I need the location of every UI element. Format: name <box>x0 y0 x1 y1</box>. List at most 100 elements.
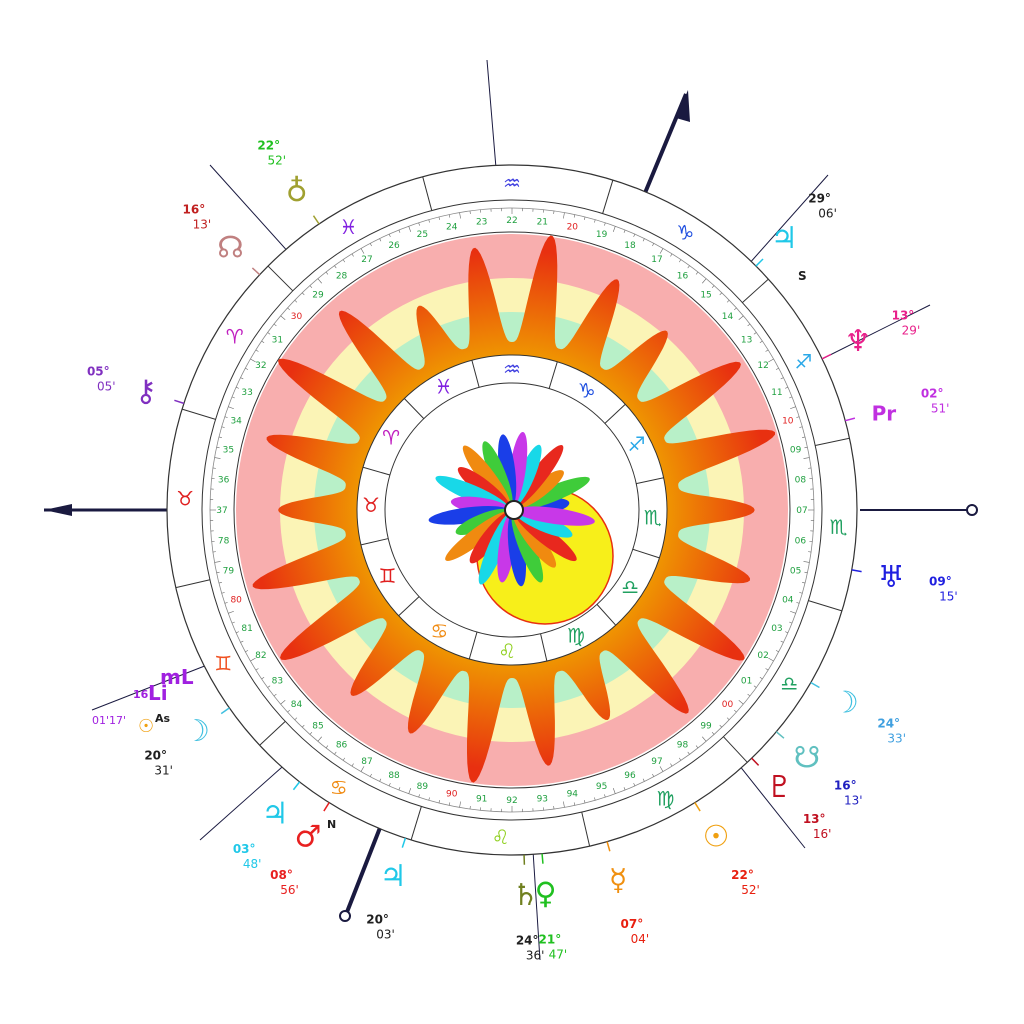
degree-tick <box>623 229 626 233</box>
degree-tick <box>438 800 440 804</box>
house-number: 94 <box>567 790 579 800</box>
degree-tick <box>240 640 244 643</box>
north-node-icon: ☊ <box>217 230 244 265</box>
uranus-degree: 09° <box>929 575 952 589</box>
degree-tick <box>695 271 699 275</box>
jupiter-s-minutes: 06' <box>818 206 837 220</box>
house-number: 30 <box>291 312 303 322</box>
degree-tick <box>584 800 586 804</box>
house-number: 14 <box>722 312 734 322</box>
mc-axis-line <box>638 93 688 206</box>
house-number: 33 <box>241 388 252 398</box>
mc-arrow <box>676 90 690 122</box>
pr-point-minutes: 51' <box>931 401 950 415</box>
degree-tick <box>235 631 239 634</box>
planet-jupiter-n: ♃20°03' <box>366 837 406 942</box>
degree-tick <box>670 763 673 767</box>
inner-sign-pisces: ♓ <box>435 375 453 399</box>
degree-tick <box>255 668 259 671</box>
degree-tick <box>261 340 265 344</box>
degree-tick <box>563 212 565 219</box>
house-number: 37 <box>216 506 227 516</box>
inner-sign-libra: ♎ <box>621 575 639 599</box>
inner-sign-dividers <box>360 360 664 662</box>
pr-point-icon: Pr <box>872 401 897 425</box>
degree-tick <box>317 278 322 284</box>
degree-tick <box>796 602 800 604</box>
outer-sign-divider <box>581 811 591 847</box>
house-number: 18 <box>624 241 636 251</box>
degree-tick <box>719 292 723 296</box>
house-number: 98 <box>677 741 689 751</box>
jupiter-n-label: N <box>327 818 336 831</box>
degree-tick <box>765 349 769 352</box>
moon-left-degree: 20° <box>144 749 167 763</box>
neptune-tick <box>821 353 832 360</box>
jupiter-s-label: S <box>798 269 807 283</box>
as-label: As <box>155 712 171 725</box>
degree-tick <box>228 610 234 614</box>
house-number: 05 <box>790 566 801 576</box>
pluto-tick <box>751 757 760 766</box>
degree-tick <box>218 582 222 584</box>
uranus-icon: ♅ <box>878 560 905 595</box>
degree-tick <box>221 426 225 428</box>
house-number: 21 <box>537 218 548 228</box>
outer-sign-divider <box>815 437 850 447</box>
inner-sign-scorpio: ♏ <box>644 505 662 529</box>
extra-points: S N mL Li 16 01'17' ☉ As <box>92 269 807 831</box>
degree-tick <box>351 253 354 257</box>
outer-sign-divider <box>175 579 211 589</box>
degree-tick <box>642 238 645 242</box>
as-glyph: ☉ <box>138 716 154 737</box>
outer-sign-sagittarius: ♐ <box>794 350 812 374</box>
house-number: 03 <box>771 624 782 634</box>
center-petals <box>428 432 595 587</box>
jupiter-s-tick <box>755 258 764 267</box>
planet-uranus: ♅09°15' <box>851 560 958 604</box>
degree-tick <box>342 259 346 263</box>
degree-tick <box>342 757 346 761</box>
house-number: 83 <box>272 676 283 686</box>
south-node-degree: 16° <box>834 779 857 793</box>
degree-tick <box>448 214 451 218</box>
ic-marker <box>339 910 351 922</box>
degree-tick <box>702 278 707 284</box>
degree-tick <box>790 406 796 410</box>
degree-tick <box>245 367 249 370</box>
moon-right-minutes: 33' <box>887 732 906 746</box>
degree-tick <box>799 426 803 428</box>
planet-neptune: ♆13°29' <box>821 308 920 360</box>
degree-tick <box>428 797 430 801</box>
house-number: 04 <box>782 596 794 606</box>
degree-tick <box>351 763 354 767</box>
pluto-minutes: 16' <box>813 827 832 841</box>
degree-tick <box>228 406 234 410</box>
moon-left-icon: ☽ <box>183 714 210 749</box>
jupiter-n-degree: 20° <box>366 913 389 927</box>
degree-tick <box>768 657 774 662</box>
inner-sign-divider <box>468 631 478 660</box>
ml-label: mL <box>160 665 194 689</box>
degree-tick <box>294 299 298 303</box>
chiron-icon: ⚷ <box>135 374 157 409</box>
ic-axis-line <box>345 814 387 913</box>
outer-sign-taurus: ♉ <box>176 487 194 511</box>
house-number: 85 <box>312 722 323 732</box>
degree-tick <box>216 571 220 574</box>
house-number: 26 <box>388 241 400 251</box>
planet-jupiter: ♃03°48' <box>233 781 301 871</box>
house-number: 15 <box>700 290 711 300</box>
degree-tick <box>802 582 806 584</box>
degree-tick <box>719 724 723 728</box>
degree-tick <box>803 457 810 459</box>
south-node-minutes: 13' <box>844 794 863 808</box>
outer-sign-divider <box>410 806 422 841</box>
planet-south-node: ☋16°13' <box>775 731 863 808</box>
jupiter-degree: 03° <box>233 842 256 856</box>
degree-tick <box>678 757 682 761</box>
degree-tick <box>753 332 757 335</box>
planet-venus: ♀21°47' <box>535 853 567 961</box>
